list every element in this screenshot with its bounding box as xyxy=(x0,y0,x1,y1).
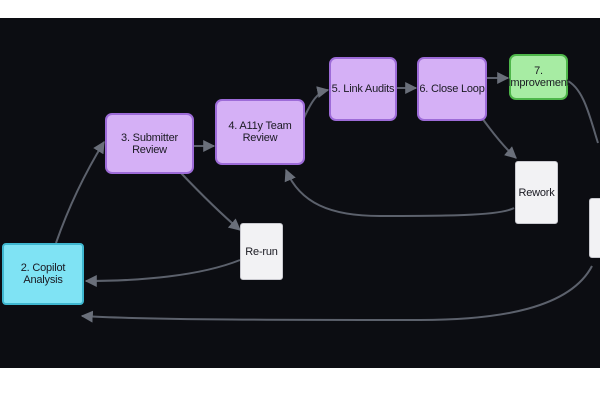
node-link-audits-label: 5. Link Audits xyxy=(331,83,395,95)
diagram-canvas: 2. Copilot Analysis 3. Submitter Review … xyxy=(0,18,600,368)
node-submitter-review[interactable]: 3. Submitter Review xyxy=(105,113,194,174)
edge-rerun-to-copilot xyxy=(84,259,241,287)
node-rework[interactable]: Rework xyxy=(515,161,558,224)
edge-improvement-to-right xyxy=(565,79,599,144)
edge-rework-to-a11y xyxy=(284,168,515,218)
node-rerun-label: Re-run xyxy=(245,245,278,258)
node-close-loop[interactable]: 6. Close Loop xyxy=(417,57,487,121)
edge-submitter-to-rerun xyxy=(179,171,241,231)
node-a11y-team-review[interactable]: 4. A11y Team Review xyxy=(215,99,305,165)
node-submitter-review-label: 3. Submitter Review xyxy=(121,131,178,156)
edge-close-to-rework xyxy=(481,117,517,159)
node-improvement-label: 7. Improvement xyxy=(507,65,570,89)
node-improvement[interactable]: 7. Improvement xyxy=(507,54,570,100)
node-rerun[interactable]: Re-run xyxy=(240,223,283,280)
node-a11y-team-review-label: 4. A11y Team Review xyxy=(228,120,292,144)
node-offscreen-right[interactable] xyxy=(589,198,600,258)
node-link-audits[interactable]: 5. Link Audits xyxy=(329,57,397,121)
edge-copilot-to-submitter xyxy=(55,140,105,244)
diagram-edges xyxy=(55,72,599,323)
edge-a11y-to-links xyxy=(303,86,330,119)
node-rework-label: Rework xyxy=(518,186,555,199)
node-copilot-analysis-label: 2. Copilot Analysis xyxy=(20,262,66,286)
node-copilot-analysis[interactable]: 2. Copilot Analysis xyxy=(2,243,84,305)
node-close-loop-label: 6. Close Loop xyxy=(419,83,485,95)
edge-loop-back-to-copilot xyxy=(80,265,593,323)
